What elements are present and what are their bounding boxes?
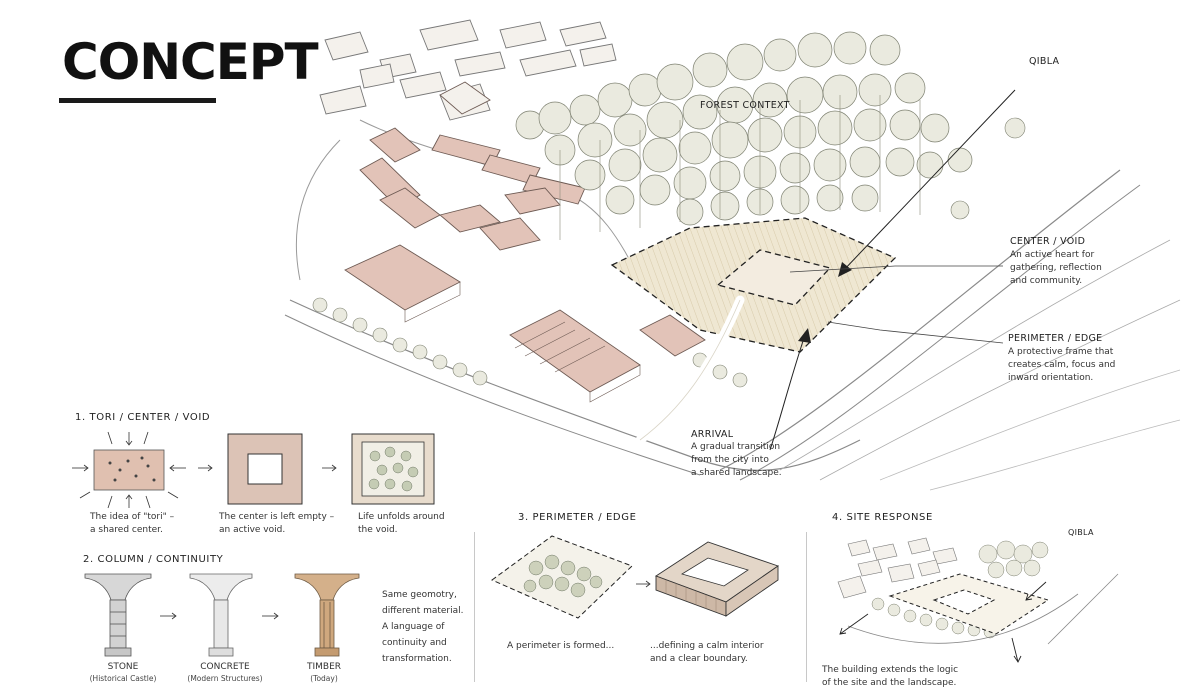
description-line: transformation. bbox=[382, 654, 452, 664]
concrete-column bbox=[189, 573, 253, 657]
arrival-heading: ARRIVAL bbox=[691, 429, 734, 440]
material-name: TIMBER bbox=[306, 662, 342, 672]
timber-column bbox=[294, 573, 360, 657]
perimeter-edge-line: inward orientation. bbox=[1008, 373, 1094, 383]
description-line: Same geomotry, bbox=[382, 590, 457, 600]
perimeter-edge-line: A protective frame that bbox=[1008, 347, 1114, 357]
material-name: STONE bbox=[107, 662, 139, 672]
material-timber: TIMBER (Today) bbox=[279, 662, 369, 683]
perimeter-edge-heading: PERIMETER / EDGE bbox=[1008, 333, 1103, 344]
arrival-annotation: ARRIVAL A gradual transition from the ci… bbox=[691, 429, 851, 480]
caption-line: an active void. bbox=[219, 525, 286, 535]
arrival-line: from the city into bbox=[691, 455, 769, 465]
tori-caption-3: Life unfolds around the void. bbox=[358, 511, 468, 537]
center-void-annotation: CENTER / VOID An active heart for gather… bbox=[1010, 236, 1180, 288]
center-void-line: An active heart for bbox=[1010, 250, 1095, 260]
tori-diagrams bbox=[72, 431, 435, 509]
caption-line: The idea of "tori" – bbox=[90, 512, 175, 522]
caption-line: The center is left empty – bbox=[219, 512, 335, 522]
forest-context-label: FOREST CONTEXT bbox=[700, 100, 790, 111]
material-sub: (Historical Castle) bbox=[89, 674, 157, 683]
caption-line: The building extends the logic bbox=[822, 665, 959, 675]
perimeter-diagrams bbox=[491, 535, 779, 619]
perimeter-edge-line: creates calm, focus and bbox=[1008, 360, 1116, 370]
site-qibla-label: QIBLA bbox=[1068, 528, 1094, 537]
stone-column bbox=[84, 573, 152, 657]
description-line: A language of bbox=[382, 622, 445, 632]
title-underline bbox=[59, 98, 216, 103]
description-line: different material. bbox=[382, 606, 464, 616]
caption-line: of the site and the landscape. bbox=[822, 678, 957, 688]
divider bbox=[474, 532, 475, 682]
section1-heading: 1. TORI / CENTER / VOID bbox=[75, 412, 211, 423]
caption-line: the void. bbox=[358, 525, 398, 535]
material-concrete: CONCRETE (Modern Structures) bbox=[180, 662, 270, 683]
material-stone: STONE (Historical Castle) bbox=[78, 662, 168, 683]
arrival-line: A gradual transition bbox=[691, 442, 781, 452]
divider bbox=[806, 532, 807, 682]
caption-line: ...defining a calm interior bbox=[650, 641, 764, 651]
description-line: continuity and bbox=[382, 638, 447, 648]
column-description: Same geomotry, different material. A lan… bbox=[382, 589, 482, 666]
center-void-line: and community. bbox=[1010, 276, 1083, 286]
material-sub: (Modern Structures) bbox=[187, 674, 263, 683]
tori-caption-2: The center is left empty – an active voi… bbox=[219, 511, 349, 537]
tori-caption-1: The idea of "tori" – a shared center. bbox=[90, 511, 210, 537]
qibla-label: QIBLA bbox=[1029, 56, 1060, 67]
page-title: CONCEPT bbox=[62, 33, 319, 91]
perimeter-caption-2: ...defining a calm interior and a clear … bbox=[650, 640, 800, 666]
aerial-sketch bbox=[284, 19, 1181, 491]
perimeter-edge-annotation: PERIMETER / EDGE A protective frame that… bbox=[1008, 333, 1188, 385]
site-response-sketch bbox=[837, 537, 1119, 663]
material-name: CONCRETE bbox=[200, 662, 250, 672]
section3-heading: 3. PERIMETER / EDGE bbox=[518, 512, 637, 523]
center-void-heading: CENTER / VOID bbox=[1010, 236, 1086, 247]
arrival-line: a shared landscape. bbox=[691, 468, 782, 478]
perimeter-caption-1: A perimeter is formed... bbox=[507, 641, 615, 651]
site-response-caption: The building extends the logic of the si… bbox=[822, 664, 1002, 688]
section4-heading: 4. SITE RESPONSE bbox=[832, 512, 933, 523]
material-sub: (Today) bbox=[310, 674, 338, 683]
center-void-line: gathering, reflection bbox=[1010, 263, 1102, 273]
section2-heading: 2. COLUMN / CONTINUITY bbox=[83, 554, 224, 565]
caption-line: a shared center. bbox=[90, 525, 163, 535]
caption-line: and a clear boundary. bbox=[650, 654, 748, 664]
caption-line: Life unfolds around bbox=[358, 512, 445, 522]
column-diagrams bbox=[84, 573, 360, 657]
